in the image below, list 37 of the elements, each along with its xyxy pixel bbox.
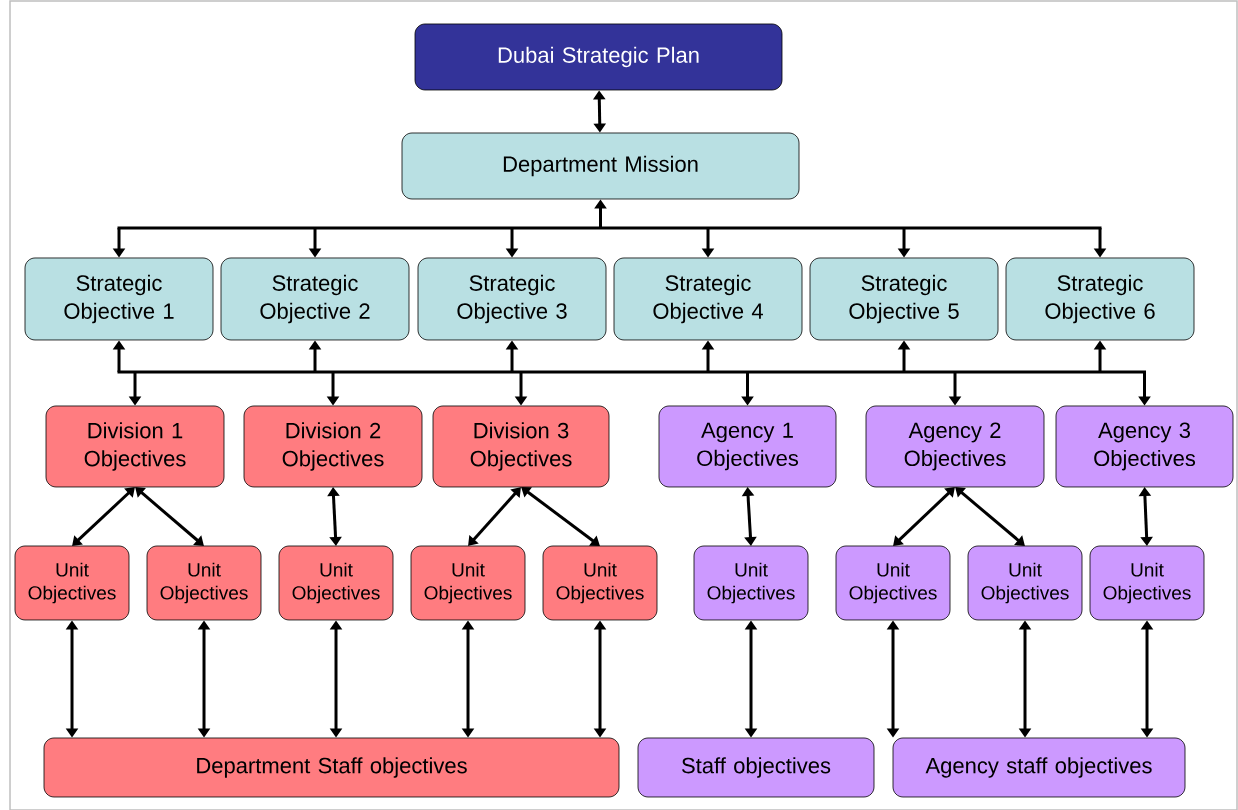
objective-box: Agency 2 Objectives — [865, 405, 1045, 488]
objective-box: Unit Objectives — [542, 545, 658, 621]
objective-box: Unit Objectives — [967, 545, 1083, 621]
arrow — [72, 487, 135, 546]
objective-box: Unit Objectives — [693, 545, 809, 621]
objective-box: Department Mission — [401, 132, 800, 200]
arrow — [521, 487, 600, 546]
objective-box: Agency staff objectives — [892, 737, 1186, 798]
arrow — [327, 487, 342, 546]
objective-box: Strategic Objective 3 — [417, 257, 607, 341]
objective-box: Division 1 Objectives — [45, 405, 225, 488]
objective-box: Agency 3 Objectives — [1055, 405, 1234, 488]
objective-box: Unit Objectives — [278, 545, 394, 621]
objective-box: Unit Objectives — [14, 545, 130, 621]
objective-box: Division 2 Objectives — [243, 405, 423, 488]
objective-box: Division 3 Objectives — [432, 405, 610, 488]
arrow — [955, 487, 1025, 546]
objective-box: Unit Objectives — [835, 545, 951, 621]
bus-line — [117, 370, 1146, 374]
arrow — [741, 487, 757, 546]
objective-box: Strategic Objective 1 — [24, 257, 214, 341]
bus-line — [117, 226, 1102, 230]
arrow — [468, 487, 521, 546]
arrow — [893, 487, 955, 546]
objective-box: Strategic Objective 5 — [809, 257, 999, 341]
objective-box: Strategic Objective 6 — [1005, 257, 1195, 341]
objective-box: Department Staff objectives — [43, 737, 620, 798]
objective-box: Strategic Objective 4 — [613, 257, 803, 341]
objective-box: Agency 1 Objectives — [658, 405, 837, 488]
objective-box: Unit Objectives — [146, 545, 262, 621]
objective-box: Unit Objectives — [410, 545, 526, 621]
objective-box: Strategic Objective 2 — [220, 257, 410, 341]
plan-box: Dubai Strategic Plan — [414, 23, 783, 91]
objective-box: Staff objectives — [637, 737, 875, 798]
arrow — [135, 487, 204, 546]
arrow — [1138, 487, 1153, 546]
objective-box: Unit Objectives — [1089, 545, 1205, 621]
